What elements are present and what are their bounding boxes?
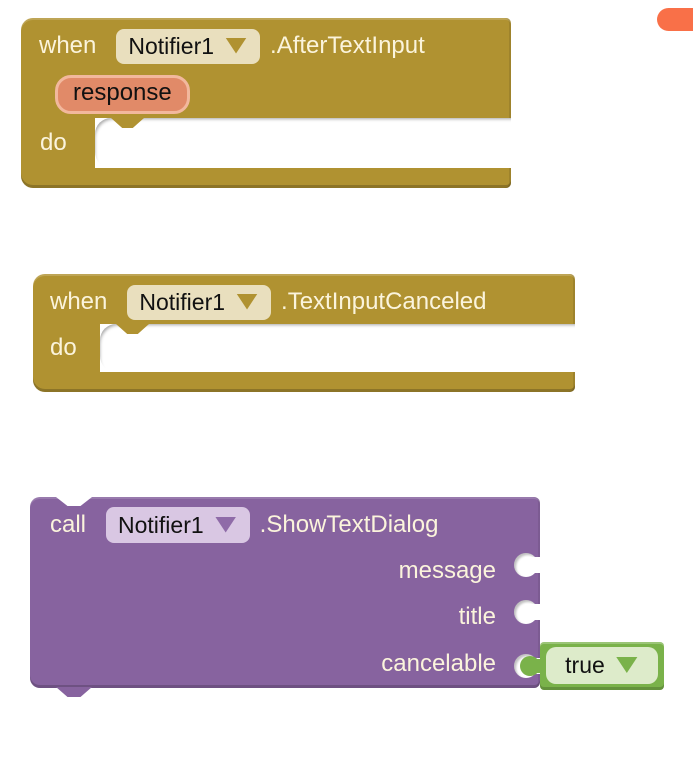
event-block-after-text-input[interactable]: when Notifier1 .AfterTextInput response …	[21, 18, 511, 188]
logic-true-block[interactable]: true	[520, 642, 664, 690]
do-section: do	[33, 324, 100, 372]
component-dropdown-value: Notifier1	[139, 288, 226, 315]
dropdown-arrow-icon	[215, 516, 237, 533]
call-keyword-label: call	[50, 511, 87, 538]
plug-tab-stem	[530, 659, 544, 673]
dropdown-arrow-icon	[236, 293, 258, 310]
component-dropdown-value: Notifier1	[118, 511, 204, 538]
do-section: do	[21, 118, 95, 168]
do-statement-socket[interactable]	[100, 324, 575, 372]
orange-pill-indicator	[657, 8, 693, 31]
do-label: do	[50, 334, 77, 361]
call-block-show-text-dialog[interactable]: call Notifier1 .ShowTextDialog message t…	[30, 497, 540, 697]
when-keyword-label: when	[50, 288, 108, 315]
arg-cancelable-label: cancelable	[381, 650, 496, 677]
param-response-label: response	[73, 79, 172, 106]
component-dropdown[interactable]: Notifier1	[106, 507, 250, 543]
block-bottom-rail	[21, 168, 511, 188]
dropdown-arrow-icon	[225, 37, 247, 54]
arg-title-label: title	[458, 603, 496, 630]
arg-message-label: message	[398, 556, 496, 584]
socket-stem	[525, 604, 540, 620]
event-block-text-input-canceled[interactable]: when Notifier1 .TextInputCanceled do	[33, 274, 575, 392]
do-statement-socket[interactable]	[95, 118, 511, 168]
socket-stem	[525, 557, 540, 573]
dropdown-arrow-icon	[616, 657, 638, 673]
component-dropdown-value: Notifier1	[128, 32, 215, 59]
when-keyword-label: when	[39, 32, 97, 59]
previous-connection-notch	[56, 497, 92, 506]
logic-value: true	[565, 652, 605, 678]
event-name-label: .AfterTextInput	[270, 32, 425, 59]
component-dropdown[interactable]: Notifier1	[127, 284, 272, 320]
statement-notch	[116, 324, 149, 334]
value-socket-message[interactable]	[514, 547, 540, 583]
component-dropdown[interactable]: Notifier1	[116, 28, 261, 64]
param-response-pill[interactable]: response	[55, 75, 190, 114]
block-bottom-rail	[33, 372, 575, 392]
next-connection-tab	[56, 687, 92, 697]
do-label: do	[40, 129, 67, 156]
block-header: when Notifier1 .AfterTextInput response	[21, 18, 511, 118]
block-header: when Notifier1 .TextInputCanceled	[33, 274, 575, 324]
method-name-label: .ShowTextDialog	[259, 511, 439, 538]
value-socket-title[interactable]	[514, 594, 540, 630]
logic-value-dropdown[interactable]: true	[546, 647, 658, 684]
statement-notch	[111, 118, 144, 128]
event-name-label: .TextInputCanceled	[281, 288, 487, 315]
